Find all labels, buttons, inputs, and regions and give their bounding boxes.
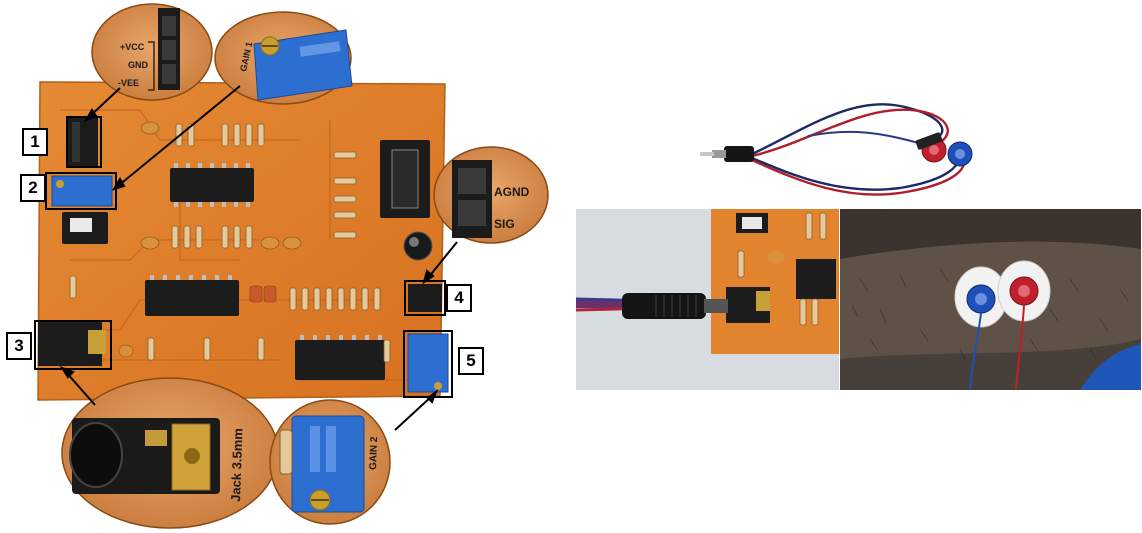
cable-plugged-photo bbox=[576, 209, 839, 390]
zoom-gain1-pot bbox=[214, 11, 353, 105]
gain1-pot-on-board bbox=[51, 175, 113, 207]
tantalum-capacitors bbox=[249, 285, 277, 303]
electrode-cable-photo bbox=[700, 103, 973, 196]
snap-electrode-blue bbox=[947, 141, 973, 167]
output-agnd-label: AGND bbox=[494, 185, 530, 199]
ic-pins bbox=[150, 163, 382, 340]
callout-4: 4 bbox=[446, 284, 472, 312]
zoom-jack bbox=[61, 377, 279, 529]
callout-2: 2 bbox=[20, 174, 46, 202]
highlight-output-connector bbox=[404, 280, 446, 316]
electrodes-on-arm-photo bbox=[840, 209, 1141, 390]
electrolytic-capacitor bbox=[403, 231, 433, 261]
pcb-board-illustration: +VCC GND -VEE GAIN 1 AGND SIG Jack 3.5mm… bbox=[37, 3, 549, 529]
signal-connector-on-board bbox=[408, 284, 442, 312]
power-vcc-label: +VCC bbox=[120, 42, 145, 52]
highlight-gain1-pot bbox=[45, 172, 117, 210]
resistors bbox=[69, 123, 391, 363]
zoom-output-connector bbox=[433, 146, 549, 244]
callout-arrows bbox=[59, 85, 458, 431]
ceramic-capacitors bbox=[118, 121, 302, 358]
power-gnd-label: GND bbox=[128, 60, 149, 70]
gain2-pot-on-board bbox=[407, 333, 449, 393]
zoom-power-connector bbox=[91, 3, 213, 101]
jack-label: Jack 3.5mm bbox=[228, 428, 246, 502]
ic-window bbox=[70, 149, 419, 232]
highlight-jack bbox=[34, 320, 112, 370]
snap-electrode-red bbox=[921, 137, 947, 163]
callout-5: 5 bbox=[458, 347, 484, 375]
output-sig-label: SIG bbox=[494, 217, 515, 231]
callout-3: 3 bbox=[6, 332, 32, 360]
callout-1: 1 bbox=[22, 128, 48, 156]
power-vee-label: -VEE bbox=[118, 78, 139, 88]
gain2-label: GAIN 2 bbox=[368, 436, 380, 470]
highlight-power-connector bbox=[66, 116, 102, 168]
zoom-gain2-pot bbox=[269, 399, 391, 525]
highlight-gain2-pot bbox=[403, 330, 453, 398]
